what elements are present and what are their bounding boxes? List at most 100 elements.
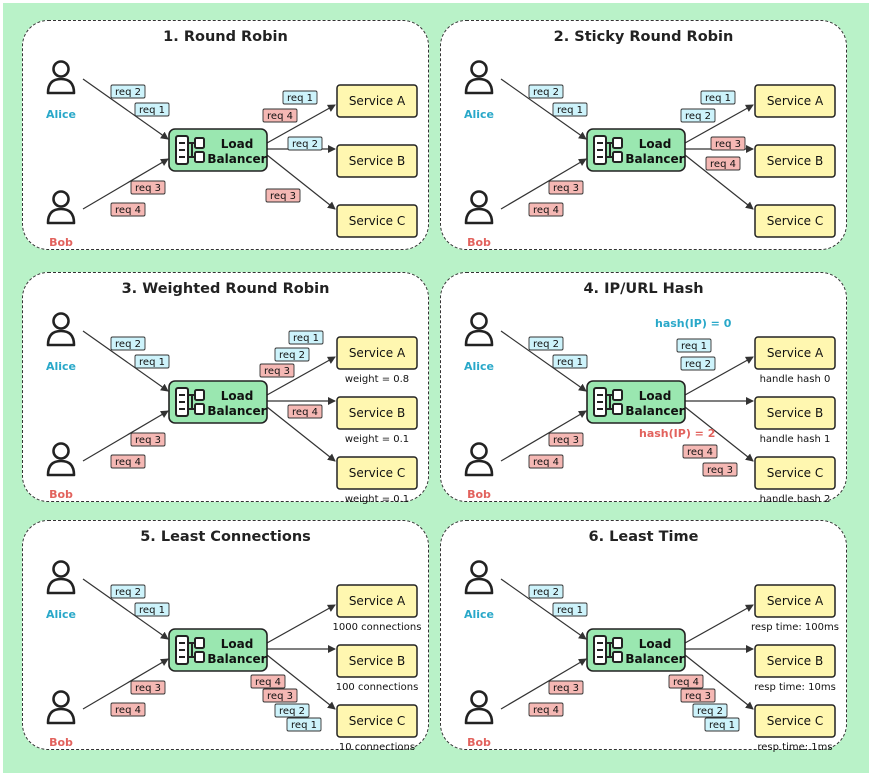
request-tag-label: req 1 xyxy=(705,93,731,104)
load-balancer-label-line2: Balancer xyxy=(625,152,684,166)
service-label: Service B xyxy=(349,654,405,668)
alice-to-lb-arrow xyxy=(500,578,587,640)
user-label-alice: Alice xyxy=(464,608,494,621)
lb-to-service-arrow xyxy=(266,154,336,210)
request-tag-label: req 2 xyxy=(697,706,723,717)
request-tag-label: req 3 xyxy=(553,435,579,446)
request-tag: req 1 xyxy=(552,602,588,617)
load-balancer-label-line1: Load xyxy=(221,637,254,651)
request-tag: req 1 xyxy=(704,717,740,732)
request-tag: req 4 xyxy=(110,202,146,217)
request-tag: req 1 xyxy=(134,102,170,117)
request-tag: req 3 xyxy=(702,462,738,477)
request-tag: req 4 xyxy=(528,202,564,217)
request-tag: req 4 xyxy=(705,156,741,171)
server-rack-icon xyxy=(593,635,623,665)
request-tag: req 4 xyxy=(262,108,298,123)
load-balancer-label-line2: Balancer xyxy=(207,652,266,666)
user-silhouette-icon xyxy=(464,560,494,595)
request-tag-label: req 2 xyxy=(115,587,141,598)
request-tag-label: req 4 xyxy=(673,677,699,688)
service-note: handle hash 0 xyxy=(760,374,831,385)
server-rack-icon xyxy=(593,135,623,165)
service-label: Service B xyxy=(767,654,823,668)
request-tag-label: req 1 xyxy=(557,105,583,116)
user-silhouette-icon xyxy=(46,60,76,95)
request-tag: req 4 xyxy=(528,454,564,469)
user-label-bob: Bob xyxy=(49,736,73,749)
service-label: Service A xyxy=(349,94,406,108)
request-tag: req 2 xyxy=(680,356,716,371)
server-rack-icon xyxy=(593,387,623,417)
lb-to-service-arrow xyxy=(266,406,336,462)
user-label-alice: Alice xyxy=(46,360,76,373)
request-tag-label: req 4 xyxy=(687,447,713,458)
request-tag-label: req 4 xyxy=(115,705,141,716)
request-tag-label: req 3 xyxy=(553,183,579,194)
request-tag: req 1 xyxy=(286,717,322,732)
request-tag-label: req 2 xyxy=(292,139,318,150)
user-label-bob: Bob xyxy=(467,736,491,749)
request-tag: req 2 xyxy=(274,703,310,718)
bob-to-lb-arrow xyxy=(82,658,169,710)
request-tag: req 2 xyxy=(692,703,728,718)
user-silhouette-icon xyxy=(464,60,494,95)
request-tag: req 1 xyxy=(282,90,318,105)
request-tag-label: req 1 xyxy=(681,341,707,352)
request-tag-label: req 3 xyxy=(135,183,161,194)
request-tag: req 1 xyxy=(134,602,170,617)
alice-to-lb-arrow xyxy=(82,578,169,640)
request-tag: req 3 xyxy=(262,688,298,703)
service-box: Service B xyxy=(754,144,836,178)
service-label: Service B xyxy=(767,154,823,168)
user-label-alice: Alice xyxy=(464,108,494,121)
request-tag-label: req 1 xyxy=(139,105,165,116)
user-label-bob: Bob xyxy=(467,488,491,501)
service-label: Service C xyxy=(349,714,406,728)
user-silhouette-icon xyxy=(464,312,494,347)
lb-to-service-arrow xyxy=(684,356,754,396)
request-tag-label: req 2 xyxy=(279,706,305,717)
request-tag: req 2 xyxy=(274,347,310,362)
request-tag-label: req 4 xyxy=(533,205,559,216)
bob-to-lb-arrow xyxy=(500,158,587,210)
user-label-bob: Bob xyxy=(467,236,491,249)
request-tag-label: req 1 xyxy=(293,333,319,344)
request-tag: req 2 xyxy=(680,108,716,123)
load-balancer-label-line2: Balancer xyxy=(625,652,684,666)
request-tag-label: req 4 xyxy=(292,407,318,418)
request-tag-label: req 3 xyxy=(707,465,733,476)
request-tag-label: req 2 xyxy=(115,339,141,350)
request-tag: req 3 xyxy=(265,188,301,203)
request-tag-label: req 3 xyxy=(553,683,579,694)
server-rack-icon xyxy=(175,635,205,665)
request-tag-label: req 2 xyxy=(533,87,559,98)
request-tag: req 3 xyxy=(710,136,746,151)
service-box: Service A xyxy=(336,84,418,118)
panel-title: 3. Weighted Round Robin xyxy=(121,281,330,297)
lb-to-service-arrow xyxy=(684,104,754,144)
service-label: Service C xyxy=(767,214,824,228)
request-tag-label: req 2 xyxy=(685,111,711,122)
request-tag: req 2 xyxy=(110,84,146,99)
service-box: Service C xyxy=(754,204,836,238)
request-tag: req 4 xyxy=(528,702,564,717)
bob-to-lb-arrow xyxy=(500,410,587,462)
lb-to-service-arrow xyxy=(266,356,336,396)
request-tag-label: req 1 xyxy=(139,605,165,616)
